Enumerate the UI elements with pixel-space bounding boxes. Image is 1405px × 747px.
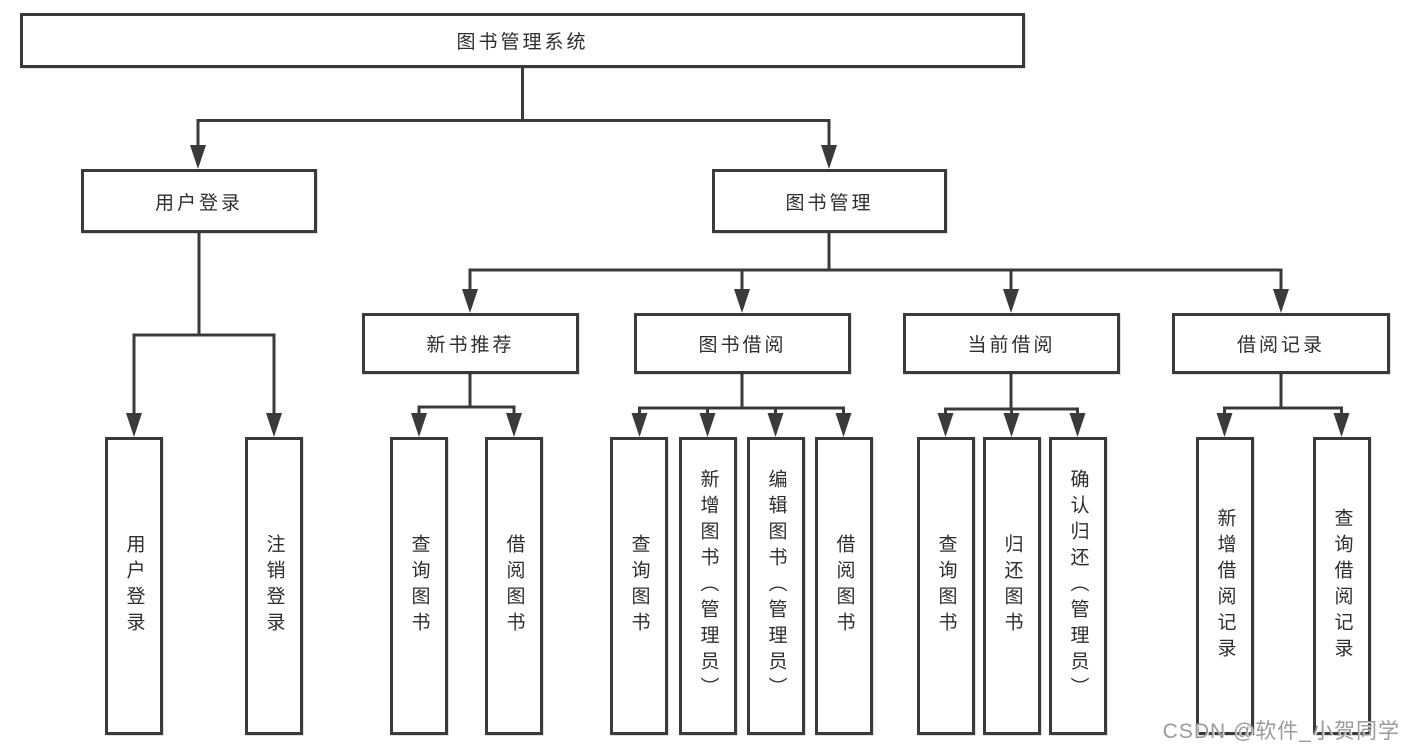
node-leaf-current-query: 查询图书 [917,437,975,735]
node-borrow-records: 借阅记录 [1172,313,1390,374]
node-leaf-newbooks-query: 查询图书 [390,437,448,735]
watermark: CSDN @软件_小贺同学 [1162,720,1400,743]
node-leaf-borrow-query: 查询图书 [610,437,668,735]
node-current-borrow: 当前借阅 [903,313,1120,374]
node-leaf-current-return: 归还图书 [983,437,1041,735]
node-leaf-newbooks-borrow: 借阅图书 [485,437,543,735]
node-leaf-records-query: 查询借阅记录 [1313,437,1371,735]
node-leaf-records-add: 新增借阅记录 [1196,437,1254,735]
node-new-book-recommend: 新书推荐 [362,313,579,374]
node-leaf-borrow-borrow: 借阅图书 [815,437,873,735]
node-root: 图书管理系统 [20,13,1025,68]
node-leaf-user-login: 用户登录 [105,437,163,735]
node-leaf-borrow-edit-admin: 编辑图书（管理员） [747,437,805,735]
node-leaf-logout: 注销登录 [245,437,303,735]
node-leaf-current-confirm-admin: 确认归还（管理员） [1049,437,1107,735]
node-book-management: 图书管理 [712,169,947,233]
node-leaf-borrow-add-admin: 新增图书（管理员） [679,437,737,735]
node-user-login: 用户登录 [81,169,317,233]
node-book-borrow: 图书借阅 [634,313,851,374]
